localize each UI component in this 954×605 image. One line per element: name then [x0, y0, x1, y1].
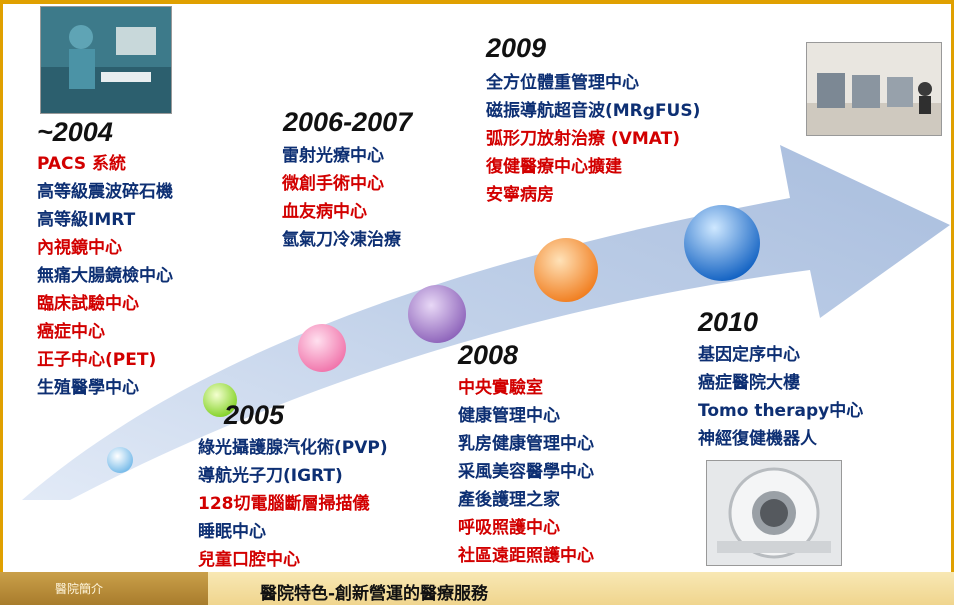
- footer-bar: 醫院簡介 醫院特色-創新營運的醫療服務: [0, 572, 954, 605]
- list-2004: PACS 系統 高等級震波碎石機 高等級IMRT 內視鏡中心 無痛大腸鏡檢中心 …: [37, 150, 173, 402]
- footer-title-bar: 醫院特色-創新營運的醫療服務: [208, 572, 954, 605]
- frame-right-border: [951, 0, 954, 572]
- list-item: 綠光攝護腺汽化術(PVP): [198, 438, 388, 458]
- list-item: 生殖醫學中心: [37, 378, 139, 398]
- list-item: 高等級震波碎石機: [37, 182, 173, 202]
- year-2005: 2005: [224, 400, 285, 430]
- list-item: 兒童口腔中心: [198, 550, 300, 570]
- list-2008: 中央實驗室 健康管理中心 乳房健康管理中心 采風美容醫學中心 產後護理之家 呼吸…: [458, 374, 594, 570]
- list-item: 無痛大腸鏡檢中心: [37, 266, 173, 286]
- list-item: 復健醫療中心擴建: [486, 157, 622, 177]
- list-item: 正子中心(PET): [37, 350, 157, 370]
- list-item: 社區遠距照護中心: [458, 546, 594, 566]
- list-item: 臨床試驗中心: [37, 294, 139, 314]
- clinic-photo: [806, 42, 942, 136]
- year-2009: 2009: [486, 33, 547, 63]
- list-item: PACS 系統: [37, 154, 127, 174]
- list-item: 基因定序中心: [698, 345, 800, 365]
- list-2009: 全方位體重管理中心 磁振導航超音波(MRgFUS) 弧形刀放射治療 (VMAT)…: [486, 69, 700, 209]
- tomotherapy-photo: [706, 460, 842, 566]
- list-item: 內視鏡中心: [37, 238, 122, 258]
- list-item: 產後護理之家: [458, 490, 560, 510]
- list-item: 全方位體重管理中心: [486, 73, 639, 93]
- list-item: 高等級IMRT: [37, 210, 136, 230]
- list-item: 癌症中心: [37, 322, 105, 342]
- footer-title: 醫院特色-創新營運的醫療服務: [260, 584, 489, 604]
- timeline-arrow: [22, 145, 950, 500]
- list-item: 血友病中心: [282, 202, 367, 222]
- list-item: 中央實驗室: [458, 378, 543, 398]
- list-item: 安寧病房: [486, 185, 554, 205]
- surgery-photo: [40, 6, 172, 114]
- frame-top-border: [0, 0, 954, 4]
- list-item: 采風美容醫學中心: [458, 462, 594, 482]
- year-2006-2007: 2006-2007: [283, 107, 413, 137]
- list-2006-2007: 雷射光療中心 微創手術中心 血友病中心 氫氣刀冷凍治療: [282, 142, 401, 254]
- list-item: 呼吸照護中心: [458, 518, 560, 538]
- footer-section: 醫院簡介: [0, 572, 208, 605]
- year-2010: 2010: [698, 307, 759, 337]
- year-2008: 2008: [458, 340, 519, 370]
- list-item: Tomo therapy中心: [698, 401, 864, 421]
- list-item: 睡眠中心: [198, 522, 266, 542]
- list-item: 導航光子刀(IGRT): [198, 466, 343, 486]
- list-item: 磁振導航超音波(MRgFUS): [486, 101, 701, 121]
- list-item: 微創手術中心: [282, 174, 384, 194]
- list-item: 神經復健機器人: [698, 429, 817, 449]
- frame-left-border: [0, 0, 3, 572]
- list-item: 乳房健康管理中心: [458, 434, 594, 454]
- list-item: 健康管理中心: [458, 406, 560, 426]
- list-2010: 基因定序中心 癌症醫院大樓 Tomo therapy中心 神經復健機器人: [698, 341, 863, 453]
- list-item: 弧形刀放射治療 (VMAT): [486, 129, 680, 149]
- year-2004: ~2004: [37, 117, 113, 147]
- list-item: 雷射光療中心: [282, 146, 384, 166]
- list-item: 氫氣刀冷凍治療: [282, 230, 401, 250]
- list-item: 癌症醫院大樓: [698, 373, 800, 393]
- list-item: 128切電腦斷層掃描儀: [198, 494, 370, 514]
- footer-section-label: 醫院簡介: [55, 582, 104, 596]
- list-2005: 綠光攝護腺汽化術(PVP) 導航光子刀(IGRT) 128切電腦斷層掃描儀 睡眠…: [198, 434, 388, 574]
